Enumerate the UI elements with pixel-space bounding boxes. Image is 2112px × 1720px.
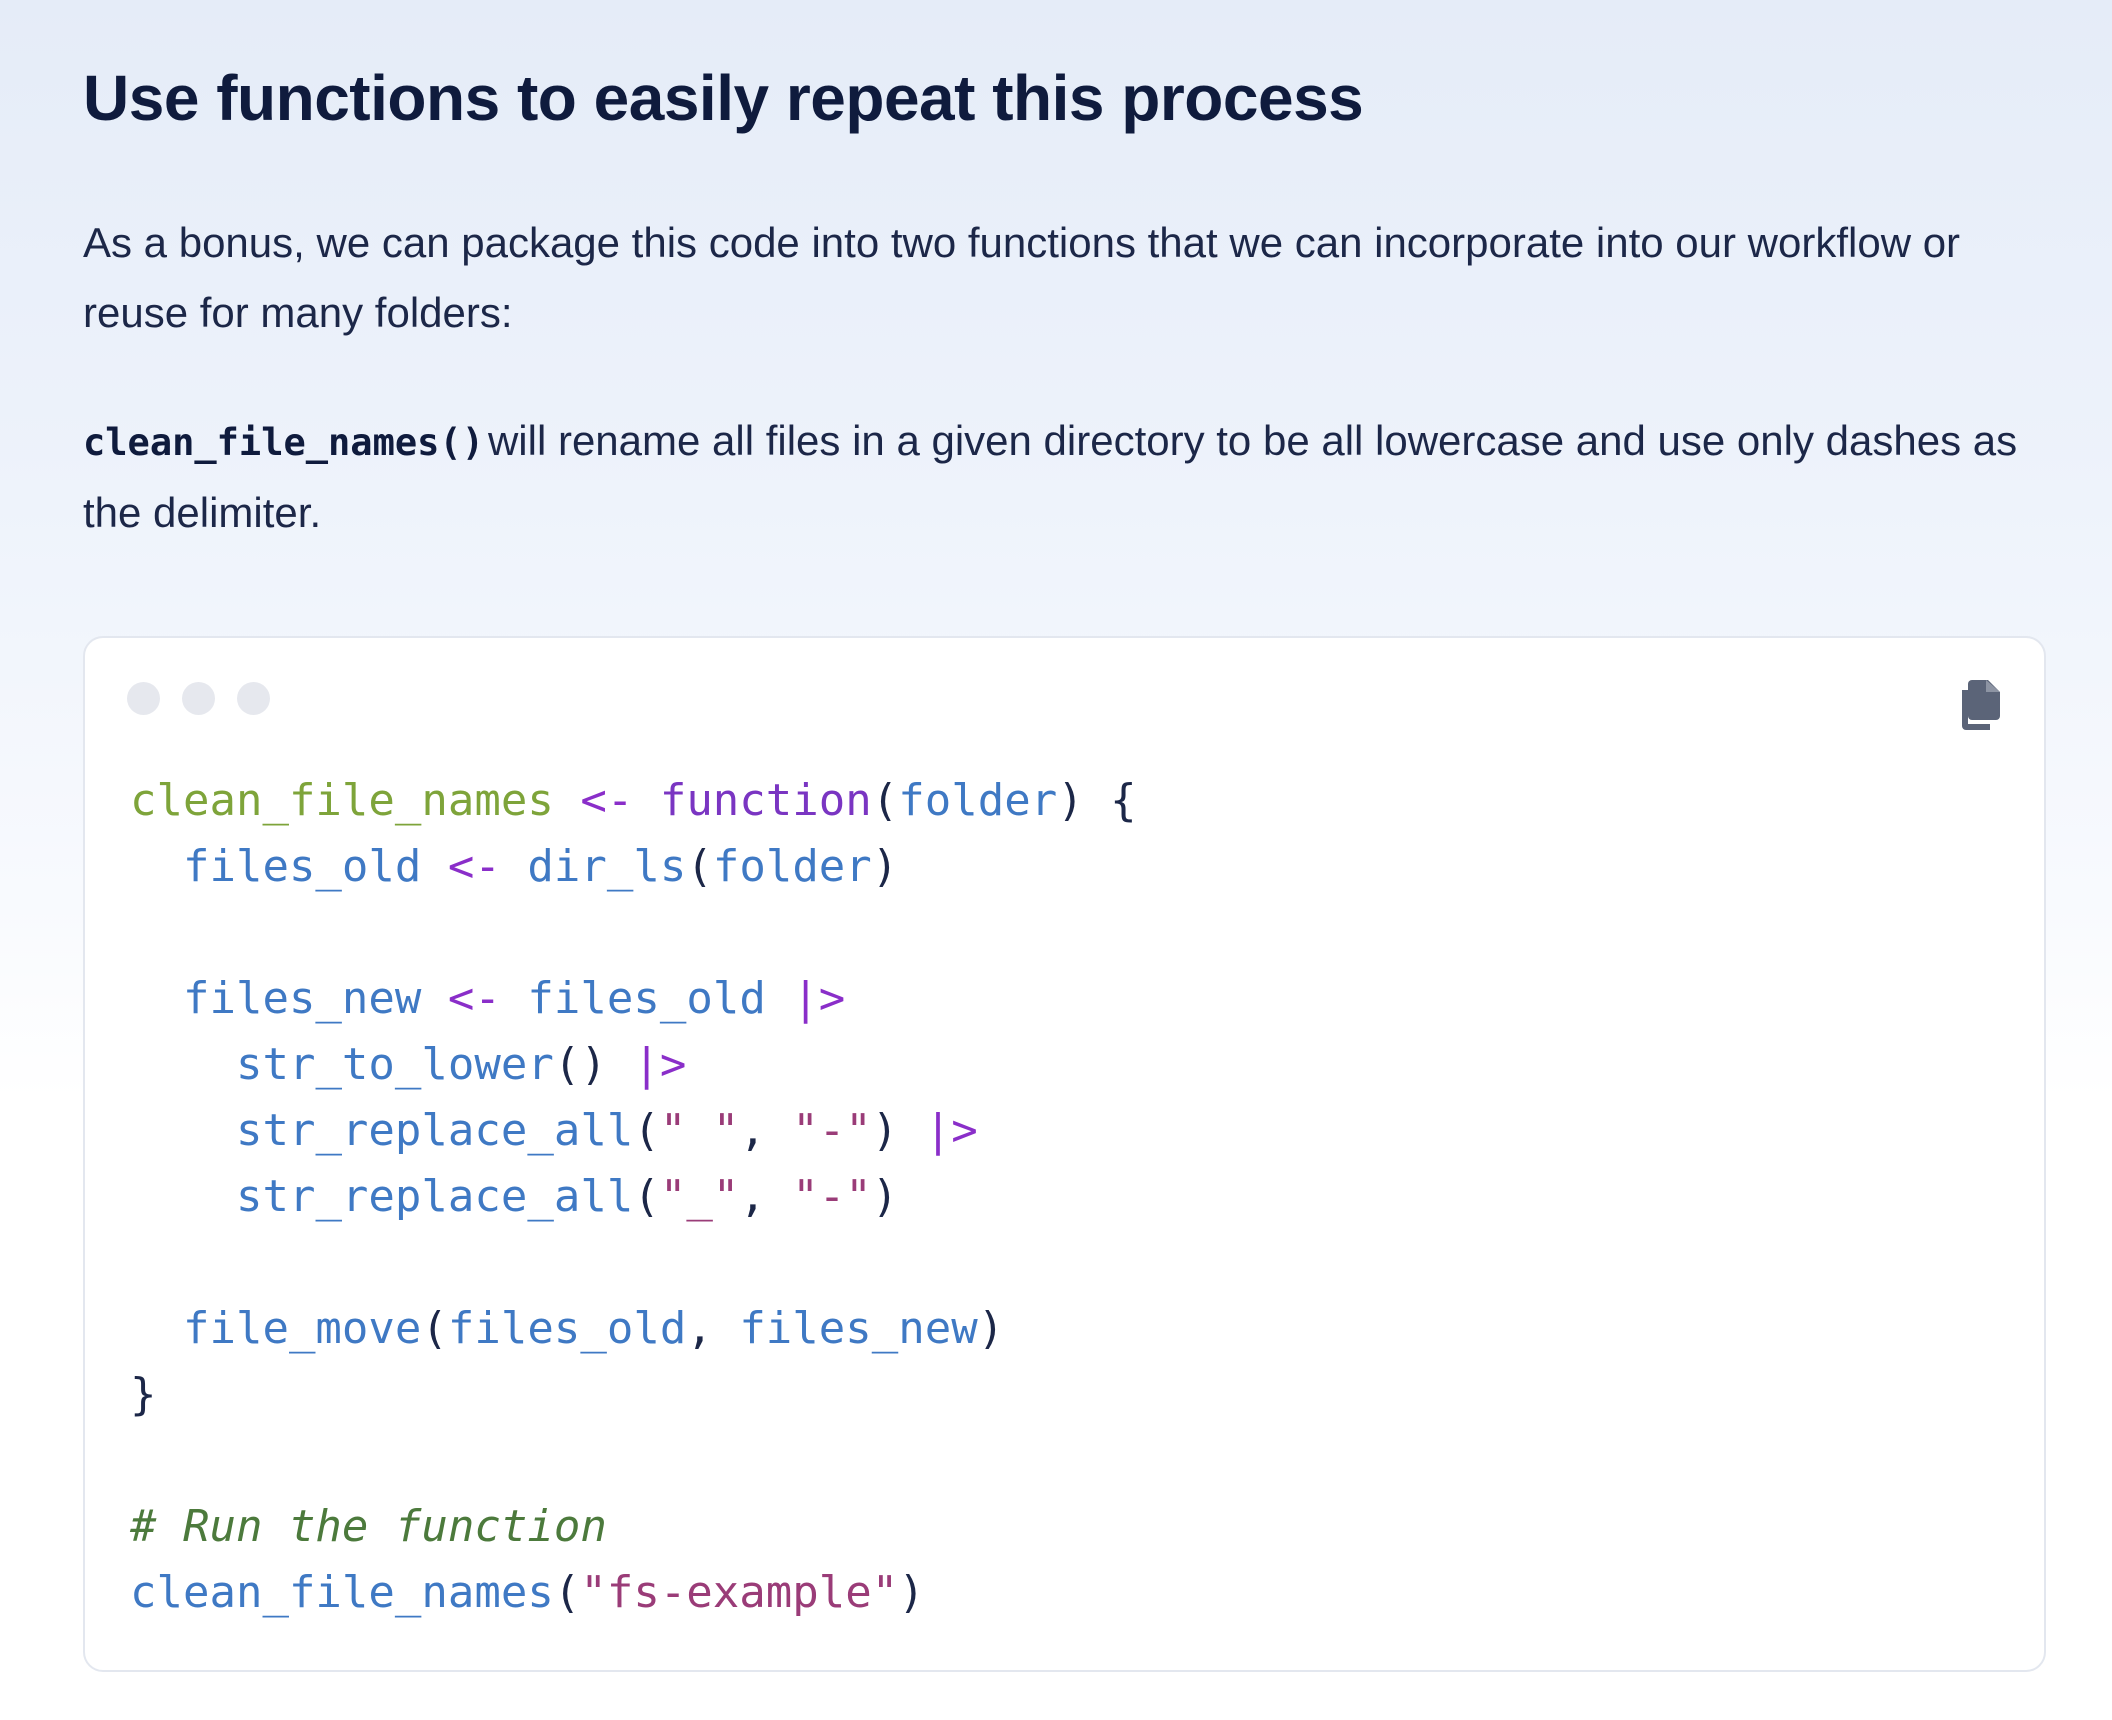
code-token: files_new: [182, 973, 422, 1024]
code-token: str_replace_all: [235, 1171, 634, 1222]
code-token: files_new: [739, 1303, 978, 1354]
code-token: str_replace_all: [235, 1105, 634, 1156]
code-token: |>: [633, 1039, 687, 1090]
code-token: " ": [659, 1105, 740, 1156]
code-token: ,: [686, 1303, 740, 1354]
code-line: [130, 1230, 1137, 1296]
code-token: (: [553, 1567, 581, 1618]
function-description: clean_file_names()will rename all files …: [83, 406, 2049, 548]
code-line: str_replace_all("_", "-"): [130, 1164, 1137, 1230]
copy-code-button[interactable]: [1952, 678, 2002, 734]
code-token: ,: [739, 1171, 793, 1222]
inline-code-function-name: clean_file_names(): [83, 421, 484, 464]
section-heading: Use functions to easily repeat this proc…: [83, 62, 1364, 134]
intro-paragraph: As a bonus, we can package this code int…: [83, 219, 1961, 336]
code-token: (: [686, 841, 713, 892]
code-token: ) {: [1057, 775, 1137, 826]
code-token: }: [130, 1369, 157, 1420]
code-token: clean_file_names: [130, 1567, 554, 1618]
copy-icon: [1962, 680, 2000, 730]
code-line: clean_file_names <- function(folder) {: [130, 768, 1137, 834]
code-token: <-: [580, 775, 634, 826]
code-line: str_replace_all(" ", "-") |>: [130, 1098, 1137, 1164]
code-line: clean_file_names("fs-example"): [130, 1560, 1137, 1626]
code-token: ): [871, 1171, 899, 1222]
code-token: [130, 1039, 236, 1090]
code-line: }: [130, 1362, 1137, 1428]
code-token: [633, 775, 660, 826]
code-token: [501, 841, 528, 892]
code-token: (: [871, 775, 899, 826]
description-text: will rename all files in a given directo…: [83, 417, 2018, 536]
code-token: folder: [712, 841, 872, 892]
code-token: |>: [924, 1105, 978, 1156]
window-dot-icon: [182, 682, 215, 715]
code-token: [421, 973, 448, 1024]
code-token: folder: [898, 775, 1058, 826]
code-line: file_move(files_old, files_new): [130, 1296, 1137, 1362]
code-token: dir_ls: [527, 841, 687, 892]
code-token: ,: [739, 1105, 793, 1156]
code-token: str_to_lower: [235, 1039, 554, 1090]
code-token: ): [871, 841, 899, 892]
code-token: [554, 775, 581, 826]
code-token: [130, 973, 183, 1024]
code-line: files_new <- files_old |>: [130, 966, 1137, 1032]
code-token: ): [871, 1105, 925, 1156]
code-token: [130, 841, 183, 892]
code-line: files_old <- dir_ls(folder): [130, 834, 1137, 900]
code-line: [130, 900, 1137, 966]
window-dot-icon: [127, 682, 160, 715]
window-dots: [127, 682, 270, 715]
code-token: [130, 1171, 236, 1222]
code-line: str_to_lower() |>: [130, 1032, 1137, 1098]
code-token: <-: [447, 841, 501, 892]
code-block: clean_file_names <- function(folder) { f…: [83, 636, 2046, 1672]
code-token: clean_file_names: [130, 775, 554, 826]
code-token: (: [633, 1171, 660, 1222]
code-token: [501, 973, 528, 1024]
window-dot-icon: [237, 682, 270, 715]
code-token: (: [421, 1303, 448, 1354]
code-token: <-: [447, 973, 501, 1024]
code-token: "-": [792, 1171, 872, 1222]
code-token: (: [633, 1105, 660, 1156]
code-token: [130, 1105, 236, 1156]
code-token: [130, 1303, 183, 1354]
code-token: [766, 973, 793, 1024]
code-token: function: [659, 775, 872, 826]
code-line: [130, 1428, 1137, 1494]
code-token: files_old: [182, 841, 422, 892]
code-token: [421, 841, 448, 892]
code-token: files_old: [447, 1303, 687, 1354]
code-token: ): [898, 1567, 925, 1618]
code-token: files_old: [527, 973, 766, 1024]
code-token: "-": [792, 1105, 872, 1156]
code-line: # Run the function: [130, 1494, 1137, 1560]
code-token: "fs-example": [580, 1567, 899, 1618]
code-content: clean_file_names <- function(folder) { f…: [130, 768, 1137, 1626]
code-token: (): [553, 1039, 634, 1090]
code-token: ): [977, 1303, 1005, 1354]
code-token: "_": [659, 1171, 740, 1222]
code-token: # Run the function: [130, 1501, 607, 1552]
code-token: file_move: [182, 1303, 422, 1354]
code-token: |>: [792, 973, 846, 1024]
